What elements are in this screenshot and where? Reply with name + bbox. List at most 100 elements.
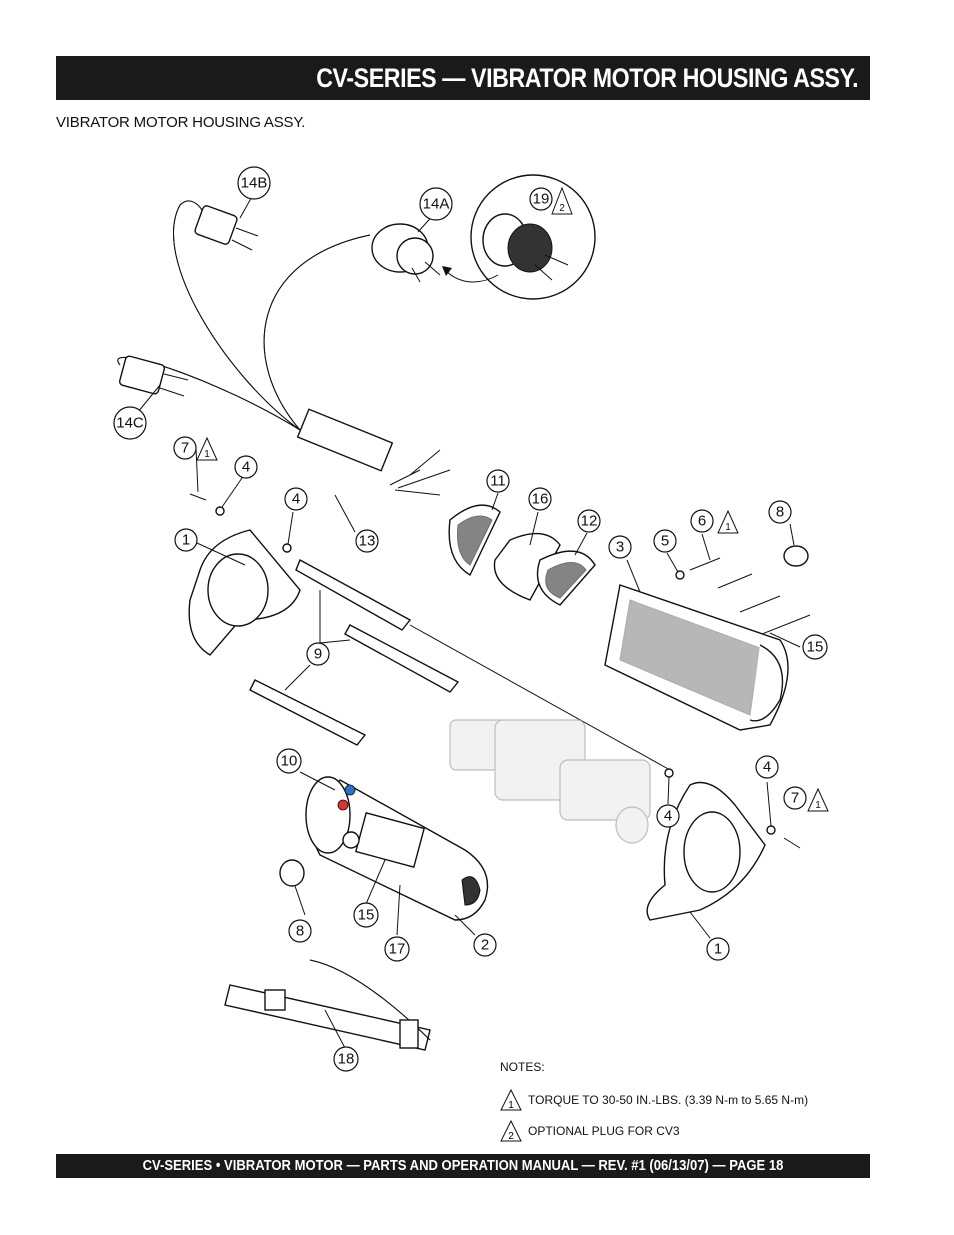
motor-assembly-ghost: [449, 719, 651, 844]
note-marker-2-callout-19: 2: [551, 186, 573, 215]
note-item-2: 2 OPTIONAL PLUG FOR CV3: [500, 1120, 680, 1142]
tie-rods-9: [249, 559, 671, 771]
callout-14a: 14A: [419, 187, 453, 221]
svg-text:1: 1: [508, 1100, 514, 1111]
svg-text:1: 1: [182, 532, 190, 549]
callout-1-left: 1: [174, 528, 198, 552]
svg-text:17: 17: [389, 941, 406, 958]
callout-7-right: 7: [783, 786, 807, 810]
callout-14c: 14C: [113, 406, 147, 440]
section-subtitle: VIBRATOR MOTOR HOUSING ASSY.: [56, 114, 306, 131]
svg-text:3: 3: [616, 539, 624, 556]
svg-text:14C: 14C: [116, 415, 144, 432]
svg-text:4: 4: [292, 491, 300, 508]
end-bracket-1-right: [646, 781, 766, 921]
callout-17: 17: [384, 936, 410, 962]
callout-6: 6: [690, 509, 714, 533]
gasket-16: [493, 532, 561, 601]
svg-text:9: 9: [314, 646, 322, 663]
svg-text:6: 6: [698, 513, 706, 530]
page-footer-bar: CV-SERIES • VIBRATOR MOTOR — PARTS AND O…: [56, 1154, 870, 1178]
svg-text:2: 2: [508, 1131, 514, 1142]
callout-7-left: 7: [173, 436, 197, 460]
callout-16: 16: [528, 487, 552, 511]
callout-3: 3: [608, 535, 632, 559]
callout-8-top: 8: [768, 500, 792, 524]
svg-text:18: 18: [338, 1051, 355, 1068]
note-marker-1: 1: [500, 1089, 522, 1111]
svg-text:8: 8: [296, 923, 304, 940]
svg-text:1: 1: [714, 941, 722, 958]
svg-text:7: 7: [791, 790, 799, 807]
svg-text:14B: 14B: [241, 175, 268, 192]
plug-14a: [371, 223, 441, 283]
callout-14b: 14B: [237, 166, 271, 200]
screw-7-left: [189, 493, 292, 553]
plate-11: [448, 504, 501, 576]
callout-18: 18: [333, 1046, 359, 1072]
svg-text:4: 4: [664, 808, 672, 825]
power-cords: [117, 200, 371, 431]
strap-18: [224, 959, 431, 1051]
svg-text:2: 2: [481, 937, 489, 954]
page-title-bar: CV-SERIES — VIBRATOR MOTOR HOUSING ASSY.: [56, 56, 870, 100]
note-marker-2: 2: [500, 1120, 522, 1142]
callout-1-right: 1: [706, 937, 730, 961]
page-footer: CV-SERIES • VIBRATOR MOTOR — PARTS AND O…: [142, 1158, 784, 1174]
callout-11: 11: [486, 469, 510, 493]
note-marker-1-callout-6: 1: [717, 509, 739, 534]
svg-text:4: 4: [763, 759, 771, 776]
svg-text:1: 1: [725, 522, 731, 533]
callout-19: 19: [529, 187, 553, 211]
callout-4-c: 4: [656, 804, 680, 828]
callout-12: 12: [577, 509, 601, 533]
svg-text:2: 2: [559, 203, 565, 214]
svg-text:7: 7: [181, 440, 189, 457]
callout-2: 2: [473, 933, 497, 957]
notes-heading: NOTES:: [500, 1060, 545, 1074]
svg-text:13: 13: [359, 533, 376, 550]
callout-8-bottom: 8: [288, 919, 312, 943]
page-title: CV-SERIES — VIBRATOR MOTOR HOUSING ASSY.: [316, 62, 858, 93]
end-bracket-1-left: [188, 529, 301, 656]
strain-relief-13: [296, 408, 451, 496]
callout-4-a: 4: [234, 455, 258, 479]
svg-text:12: 12: [581, 513, 598, 530]
svg-text:10: 10: [281, 753, 298, 770]
svg-text:8: 8: [776, 504, 784, 521]
svg-text:1: 1: [815, 800, 821, 811]
plug-8-top: [783, 545, 809, 567]
callout-15-top: 15: [802, 634, 828, 660]
housing-2: [305, 776, 489, 921]
note-marker-1-callout-7-left: 1: [196, 436, 218, 461]
plug-8-bottom: [279, 859, 305, 887]
svg-text:11: 11: [490, 473, 506, 490]
plate-12: [536, 550, 596, 606]
svg-text:1: 1: [204, 449, 210, 460]
svg-text:4: 4: [242, 459, 250, 476]
callout-15-bottom: 15: [353, 902, 379, 928]
callout-4-d: 4: [755, 755, 779, 779]
note-marker-1-callout-7-right: 1: [807, 787, 829, 812]
note-item-1: 1 TORQUE TO 30-50 IN.-LBS. (3.39 N-m to …: [500, 1089, 808, 1111]
plug-19-detail: [442, 174, 596, 300]
plug-14c: [118, 355, 189, 397]
plug-14b: [194, 205, 259, 251]
svg-text:15: 15: [358, 907, 375, 924]
svg-text:16: 16: [532, 491, 549, 508]
leader-lines: [137, 192, 801, 1049]
note-text-2: OPTIONAL PLUG FOR CV3: [528, 1124, 680, 1138]
callout-9: 9: [306, 642, 330, 666]
callout-5: 5: [653, 529, 677, 553]
callout-10: 10: [276, 748, 302, 774]
svg-text:19: 19: [533, 191, 550, 208]
svg-text:15: 15: [807, 639, 824, 656]
screws-6: [675, 557, 811, 635]
svg-text:14A: 14A: [423, 196, 450, 213]
housing-half-3: [604, 584, 789, 731]
callout-4-b: 4: [284, 487, 308, 511]
note-text-1: TORQUE TO 30-50 IN.-LBS. (3.39 N-m to 5.…: [528, 1093, 809, 1107]
svg-text:5: 5: [661, 533, 669, 550]
callout-13: 13: [355, 529, 379, 553]
